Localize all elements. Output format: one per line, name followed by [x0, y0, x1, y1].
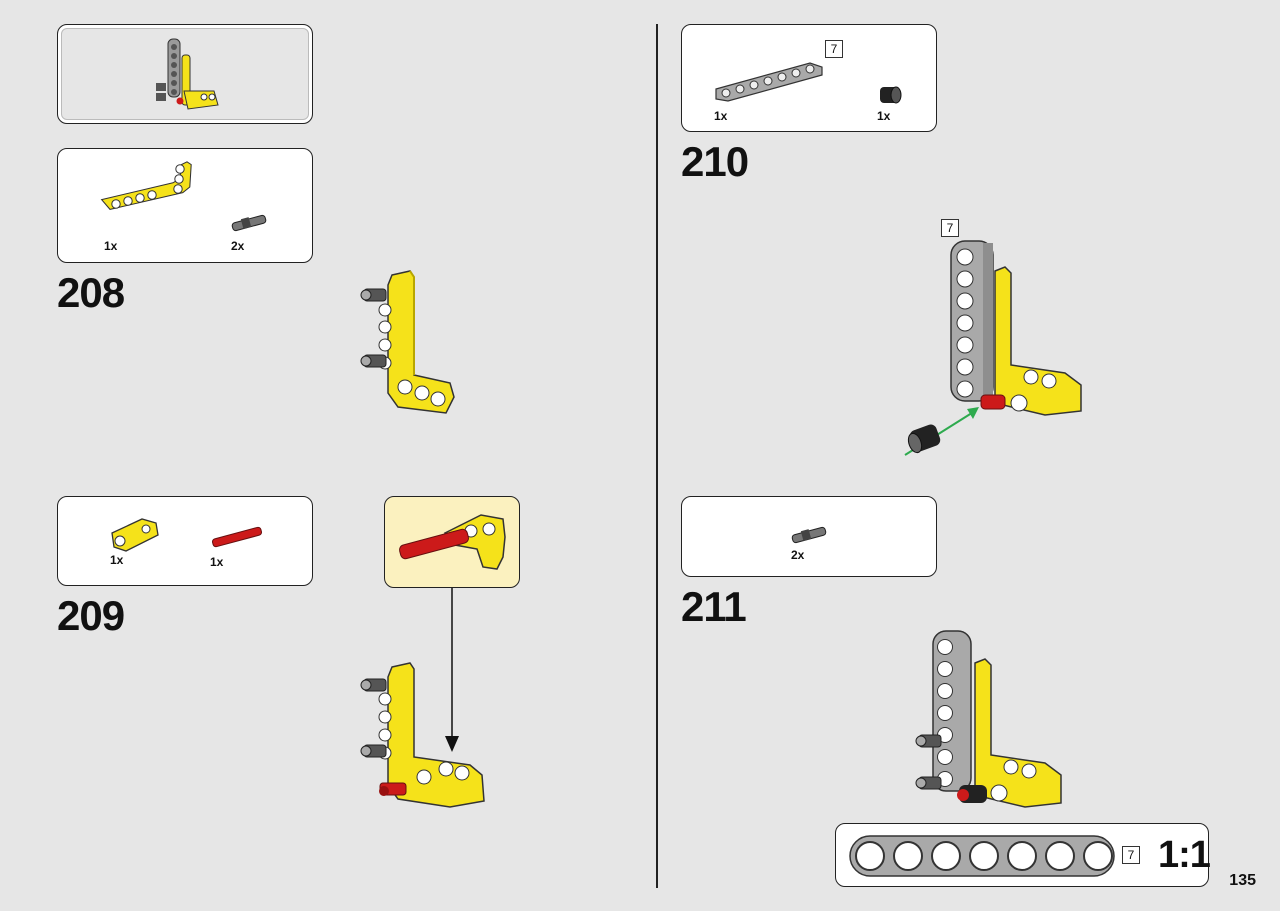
connector-with-pin-image — [399, 514, 506, 570]
assembly-beam-length-badge: 7 — [941, 219, 959, 237]
previous-assembly-callout — [57, 24, 313, 124]
part-qty-208-1: 1x — [104, 239, 118, 253]
parts-list-step-210: 7 1x 1x — [681, 24, 937, 132]
grey-beam-scale-image — [849, 835, 1115, 877]
part-qty-209-1: 1x — [110, 553, 124, 567]
assembly-image-211 — [915, 630, 1062, 808]
step-number-209: 209 — [57, 592, 125, 639]
yellow-l-beam-icon — [100, 161, 192, 210]
scale-length-badge: 7 — [1122, 846, 1140, 864]
page-divider — [656, 24, 658, 888]
placement-arrow — [445, 588, 459, 752]
parts-list-step-211: 2x — [681, 496, 937, 577]
red-axle-pin-icon — [211, 526, 263, 548]
scale-label: 1:1 — [1158, 834, 1211, 876]
step-number-210: 210 — [681, 138, 749, 185]
grey-beam-icon — [715, 62, 823, 102]
part-qty-208-2: 2x — [231, 239, 245, 253]
part-qty-209-2: 1x — [210, 555, 224, 569]
part-qty-210-1: 1x — [714, 109, 728, 123]
black-bush-icon — [880, 86, 902, 104]
parts-list-step-208: 1x 2x — [57, 148, 313, 263]
assembly-image-210 — [904, 240, 1082, 456]
beam-length-badge: 7 — [825, 40, 843, 58]
assembly-image-209 — [360, 662, 485, 808]
parts-list-step-209: 1x 1x — [57, 496, 313, 586]
part-qty-211-1: 2x — [791, 548, 805, 562]
step-number-208: 208 — [57, 269, 125, 316]
previous-assembly-image — [156, 38, 219, 110]
part-qty-210-2: 1x — [877, 109, 891, 123]
yellow-connector-icon — [111, 518, 159, 552]
grey-friction-pin-icon — [791, 526, 827, 544]
step-number-211: 211 — [681, 583, 747, 630]
grey-friction-pin-icon — [231, 214, 267, 232]
assembly-image-208 — [360, 270, 455, 414]
scale-reference-box: 7 1:1 — [835, 823, 1211, 887]
page-number: 135 — [1229, 872, 1256, 889]
subassembly-callout-209 — [384, 496, 520, 588]
